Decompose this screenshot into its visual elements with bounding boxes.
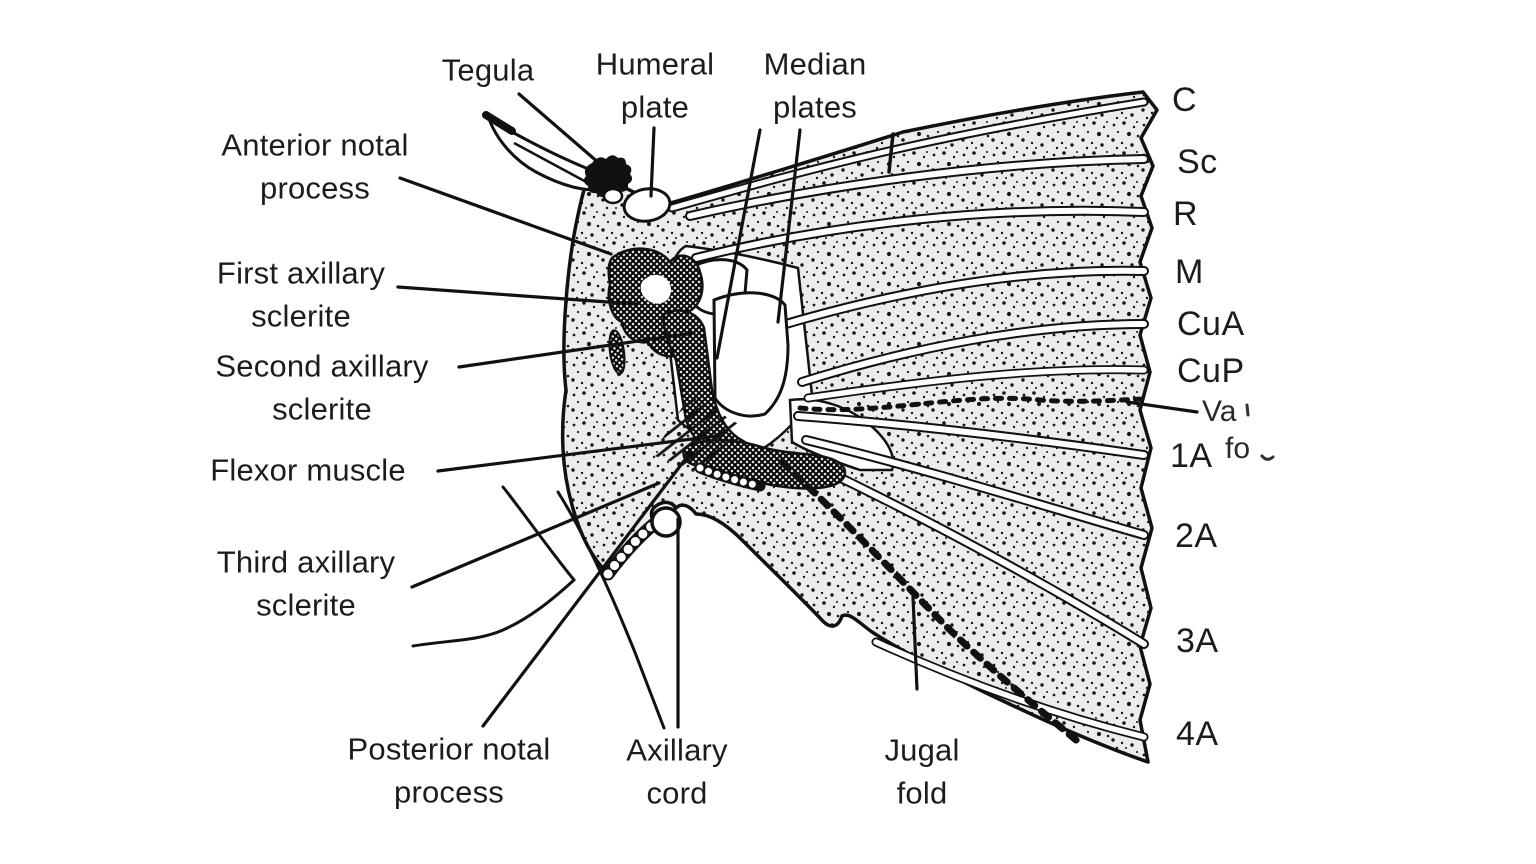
label-second-axillary-sclerite: Second axillary sclerite bbox=[215, 348, 429, 427]
label-posterior-notal-process: Posterior notal process bbox=[347, 731, 551, 810]
first-axillary-tail bbox=[608, 329, 626, 375]
vein-CuA bbox=[797, 319, 1149, 387]
leader-first-axillary bbox=[396, 285, 638, 306]
leader-flexor-muscle bbox=[436, 434, 718, 473]
axillary-cord-beads bbox=[601, 462, 766, 581]
leader-second-axillary bbox=[457, 331, 696, 369]
label-anterior-notal-process: Anterior notal process bbox=[221, 127, 409, 206]
leader-median-plate-2 bbox=[776, 128, 802, 324]
label-vannal-fold-truncated-line2: fo bbox=[1225, 432, 1251, 465]
leader-anterior-notal-process bbox=[398, 176, 613, 256]
tegula-scribble bbox=[583, 155, 633, 198]
label-median-plates: Median plates bbox=[763, 46, 867, 125]
label-vein-4A: 4A bbox=[1176, 715, 1219, 753]
label-flexor-muscle: Flexor muscle bbox=[210, 452, 406, 488]
costal-crossvein bbox=[887, 132, 895, 174]
label-vein-CuP: CuP bbox=[1177, 352, 1245, 390]
label-tegula: Tegula bbox=[441, 52, 535, 88]
leader-humeral-plate bbox=[649, 126, 656, 198]
label-vein-R: R bbox=[1173, 195, 1199, 233]
tegula-shape bbox=[482, 111, 633, 198]
axillary-sclerites bbox=[607, 247, 847, 490]
humeral-plate-shape bbox=[602, 187, 672, 223]
flexor-muscle-hatch bbox=[652, 395, 740, 474]
first-axillary-white-hook bbox=[640, 274, 672, 304]
vein-3A bbox=[811, 461, 1149, 649]
label-vein-Sc: Sc bbox=[1177, 143, 1218, 181]
label-humeral-plate: Humeral plate bbox=[595, 46, 715, 125]
jugal-fold-line bbox=[778, 458, 1086, 749]
vein-R bbox=[691, 205, 1149, 263]
label-vein-M: M bbox=[1175, 253, 1204, 291]
body-wall-lines bbox=[411, 485, 666, 730]
vein-CuP bbox=[803, 365, 1149, 403]
leader-vannal-fold bbox=[1125, 400, 1199, 414]
leader-lines bbox=[396, 92, 1199, 729]
leader-jugal-fold bbox=[911, 595, 919, 691]
label-vannal-fold-truncated-line1: Va bbox=[1202, 395, 1237, 428]
leader-third-axillary bbox=[410, 481, 661, 589]
leader-median-plate-1 bbox=[715, 128, 762, 360]
vannal-fold-line bbox=[797, 395, 1147, 413]
vein-2A bbox=[801, 435, 1149, 540]
label-vein-C: C bbox=[1172, 81, 1198, 119]
vein-costa-strip bbox=[667, 97, 1149, 213]
median-plates-shapes bbox=[692, 258, 790, 418]
label-vein-3A: 3A bbox=[1176, 622, 1219, 660]
truncated-glyph-fragments bbox=[1245, 403, 1275, 461]
label-vein-2A: 2A bbox=[1175, 517, 1218, 555]
label-first-axillary-sclerite: First axillary sclerite bbox=[216, 255, 386, 334]
vein-1A bbox=[793, 411, 1149, 460]
leader-tegula bbox=[517, 92, 609, 172]
vein-M bbox=[761, 265, 1149, 335]
label-vein-1A: 1A bbox=[1170, 437, 1213, 475]
label-third-axillary-sclerite: Third axillary sclerite bbox=[216, 544, 396, 623]
vein-4A bbox=[871, 637, 1149, 742]
wing-vein-channels bbox=[667, 97, 1149, 742]
label-axillary-cord: Axillary cord bbox=[626, 732, 728, 811]
label-vein-CuA: CuA bbox=[1177, 305, 1245, 343]
fold-lines bbox=[778, 395, 1147, 749]
label-jugal-fold: Jugal fold bbox=[884, 732, 960, 811]
leader-posterior-notal-process bbox=[481, 451, 692, 728]
